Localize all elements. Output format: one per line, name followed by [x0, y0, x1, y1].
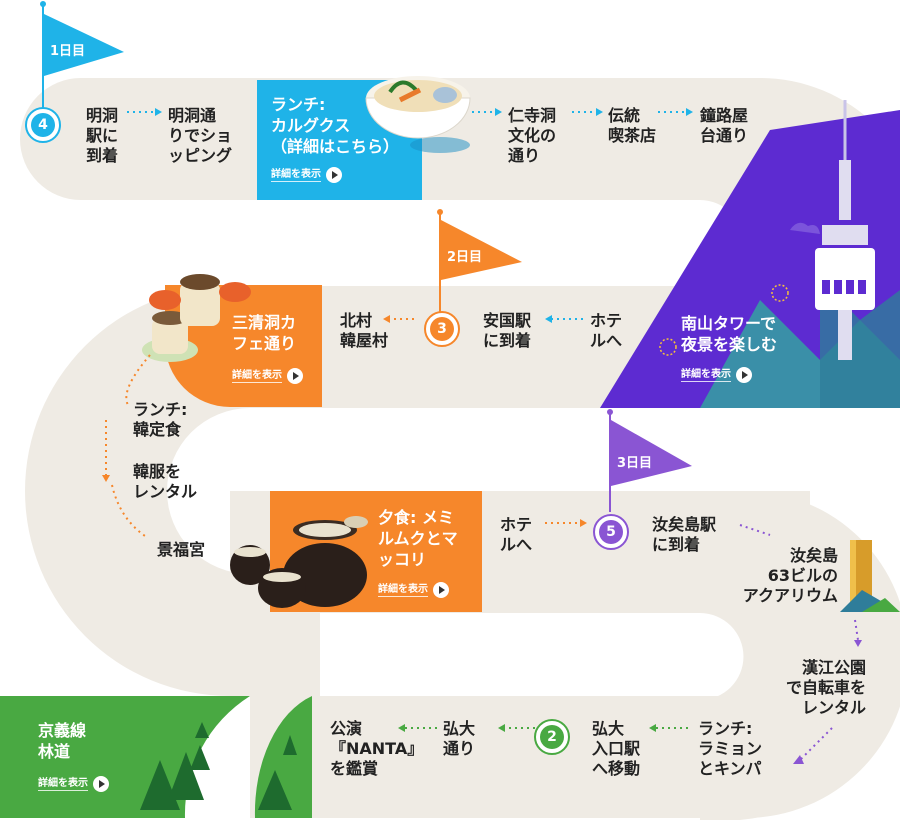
cafe-card-title: 三清洞カ フェ通り	[232, 313, 297, 353]
stop-nanta-show: 公演 『NANTA』 を鑑賞	[330, 719, 424, 778]
more-label: 詳細を表示	[378, 584, 428, 597]
park-more-link[interactable]: 詳細を表示	[38, 776, 109, 792]
arrow-heads	[102, 108, 862, 764]
more-label: 詳細を表示	[38, 778, 88, 791]
tower-card-title: 南山タワーで 夜景を楽しむ	[681, 314, 778, 354]
lunch-card-title: ランチ: カルグクス （詳細はこちら）	[271, 95, 400, 156]
day3-flag	[607, 409, 692, 512]
stop-63-aquarium: 汝矣島 63ビルの アクアリウム	[742, 546, 838, 605]
step-number: 5	[599, 520, 623, 544]
stop-hotel-day3: ホテ ルへ	[500, 515, 533, 554]
day2-flag-label: 2日目	[447, 250, 483, 265]
63-building-illustration	[840, 540, 900, 612]
stop-hongik-station: 弘大 入口駅 へ移動	[592, 719, 641, 778]
stop-hanbok-rental: 韓服を レンタル	[133, 462, 198, 501]
stop-myeongdong-station: 明洞 駅に 到着	[86, 106, 119, 165]
stop-bukchon: 北村 韓屋村	[340, 311, 389, 350]
stop-hangang-bike: 漢江公園 で自転車を レンタル	[785, 658, 866, 717]
day1-flag-label: 1日目	[50, 44, 86, 59]
more-label: 詳細を表示	[271, 169, 321, 182]
day2-flag	[437, 209, 522, 312]
day4-step-badge: 2	[534, 719, 570, 755]
tower-card-bg	[600, 110, 900, 408]
play-icon	[326, 167, 342, 183]
stop-hotel-day2: ホテ ルへ	[590, 311, 623, 350]
stop-tea-house: 伝統 喫茶店	[608, 106, 657, 145]
stop-anguk-station: 安国駅 に到着	[483, 311, 532, 350]
play-icon	[736, 367, 752, 383]
day2-step-badge: 3	[424, 311, 460, 347]
stop-jongno-stalls: 鐘路屋 台通り	[700, 106, 749, 145]
namsan-tower-illustration	[659, 100, 875, 360]
makgeolli-pot-illustration	[230, 516, 368, 608]
dinner-more-link[interactable]: 詳細を表示	[378, 582, 449, 598]
stop-insadong: 仁寺洞 文化の 通り	[508, 106, 557, 165]
tower-more-link[interactable]: 詳細を表示	[681, 367, 752, 383]
stop-hongdae-street: 弘大 通り	[443, 719, 476, 758]
more-label: 詳細を表示	[232, 370, 282, 383]
step-number: 3	[430, 317, 454, 341]
stop-yeouido-station: 汝矣島駅 に到着	[652, 515, 717, 554]
forest-trees-illustration	[140, 722, 297, 810]
noodle-bowl-illustration	[365, 76, 471, 153]
cafe-more-link[interactable]: 詳細を表示	[232, 368, 303, 384]
route-arrows	[105, 111, 859, 761]
more-label: 詳細を表示	[681, 369, 731, 382]
day3-step-badge: 5	[593, 514, 629, 550]
play-icon	[93, 776, 109, 792]
cafe-drinks-illustration	[142, 274, 251, 362]
day3-flag-label: 3日目	[617, 456, 653, 471]
play-icon	[287, 368, 303, 384]
dinner-card-title: 夕食: メミ ルムクとマ ッコリ	[378, 508, 458, 569]
lunch-more-link[interactable]: 詳細を表示	[271, 167, 342, 183]
stop-gyeongbokgung: 景福宮	[157, 540, 206, 559]
step-number: 2	[540, 725, 564, 749]
day1-step-badge: 4	[25, 107, 61, 143]
stop-myeongdong-shopping: 明洞通 りでショ ッピング	[168, 106, 233, 165]
play-icon	[433, 582, 449, 598]
stop-lunch-hanjeongsik: ランチ: 韓定食	[133, 400, 188, 439]
stop-lunch-ramyeon: ランチ: ラミョン とキンパ	[698, 719, 763, 778]
day1-flag	[40, 1, 124, 112]
park-card-title: 京義線 林道	[38, 721, 87, 761]
step-number: 4	[31, 113, 55, 137]
